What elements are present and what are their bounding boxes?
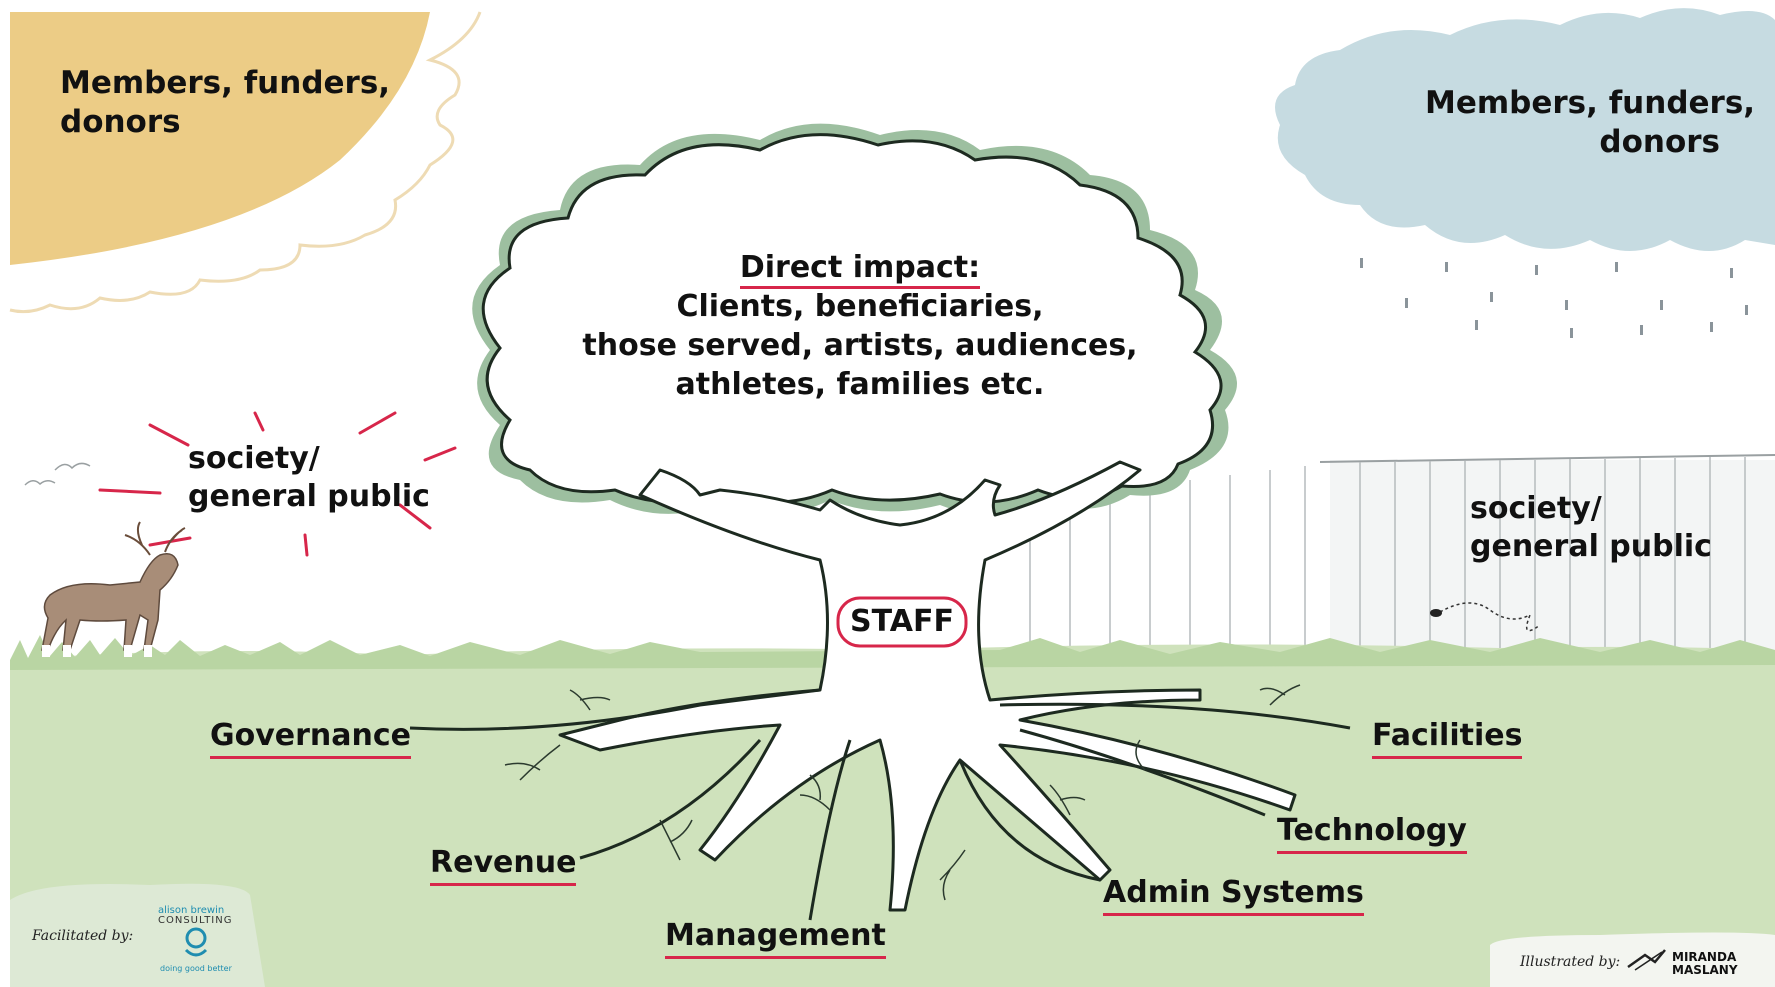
sun-shape <box>10 12 430 265</box>
root-label-revenue: Revenue <box>430 844 577 886</box>
root-label-governance: Governance <box>210 717 412 759</box>
facilitator-logo-line-2: CONSULTING <box>158 915 233 926</box>
sun-label: Members, funders, donors <box>60 64 390 142</box>
sun-label-line-2: donors <box>60 103 181 140</box>
society-right-line-1: society/ <box>1470 491 1602 526</box>
bee <box>1430 602 1541 632</box>
root-facilities-branch <box>999 702 1351 730</box>
direct-impact-heading: Direct impact: <box>739 250 981 289</box>
root-label-management: Management <box>665 917 886 959</box>
society-right-line-2: general public <box>1470 528 1712 564</box>
root-label-technology: Technology <box>1277 812 1467 854</box>
facilitator-logo-mark <box>184 927 208 957</box>
facilitator-panel <box>10 883 265 987</box>
root-label-facilities: Facilities <box>1372 717 1523 759</box>
illustrator-logo-line-2: MASLANY <box>1672 963 1738 977</box>
rootlets <box>504 684 1301 901</box>
root-revenue-branch <box>579 739 762 860</box>
staff-label: STAFF <box>850 604 954 639</box>
root-admin-branch <box>958 759 1101 882</box>
facilitator-logo-tagline: doing good better <box>160 964 232 973</box>
root-governance-branch <box>409 688 821 731</box>
illustrator-logo-line-1: MIRANDA <box>1672 950 1737 964</box>
staff-badge <box>836 596 968 648</box>
sun-label-line-1: Members, funders, <box>60 65 391 101</box>
birds <box>24 462 91 486</box>
illustrator-logo-mark <box>1627 949 1666 971</box>
society-left-line-2: general public <box>188 478 430 514</box>
cloud-label-line-2: donors <box>1599 123 1720 160</box>
sun-panel <box>9 11 482 314</box>
illustrator-panel <box>1490 932 1775 987</box>
society-left-label: society/ general public <box>188 440 430 515</box>
root-technology-branch <box>1019 728 1266 817</box>
rain-cloud <box>1275 8 1775 338</box>
tree <box>409 123 1351 921</box>
society-right-label: society/ general public <box>1470 490 1712 565</box>
canopy-line-1: Clients, beneficiaries, <box>676 289 1044 324</box>
sun-rays <box>9 11 482 314</box>
fence <box>1029 454 1775 660</box>
raindrops <box>1360 258 1748 338</box>
facilitated-by-label: Facilitated by: <box>32 928 134 944</box>
illustrated-by-label: Illustrated by: <box>1520 954 1621 970</box>
cloud-label: Members, funders, donors <box>1425 84 1756 162</box>
facilitator-logo-line-1: alison brewin <box>158 905 225 916</box>
cloud-label-line-1: Members, funders, <box>1425 85 1756 121</box>
root-label-admin-systems: Admin Systems <box>1103 874 1364 916</box>
root-management-branch <box>808 739 852 921</box>
canopy-line-3: athletes, families etc. <box>675 367 1045 402</box>
cloud-shape <box>1275 8 1775 251</box>
society-left-line-1: society/ <box>188 441 320 476</box>
deer-illustration <box>41 521 186 657</box>
canopy-text: Direct impact: Clients, beneficiaries, t… <box>560 248 1160 404</box>
canopy-line-2: those served, artists, audiences, <box>582 328 1138 363</box>
